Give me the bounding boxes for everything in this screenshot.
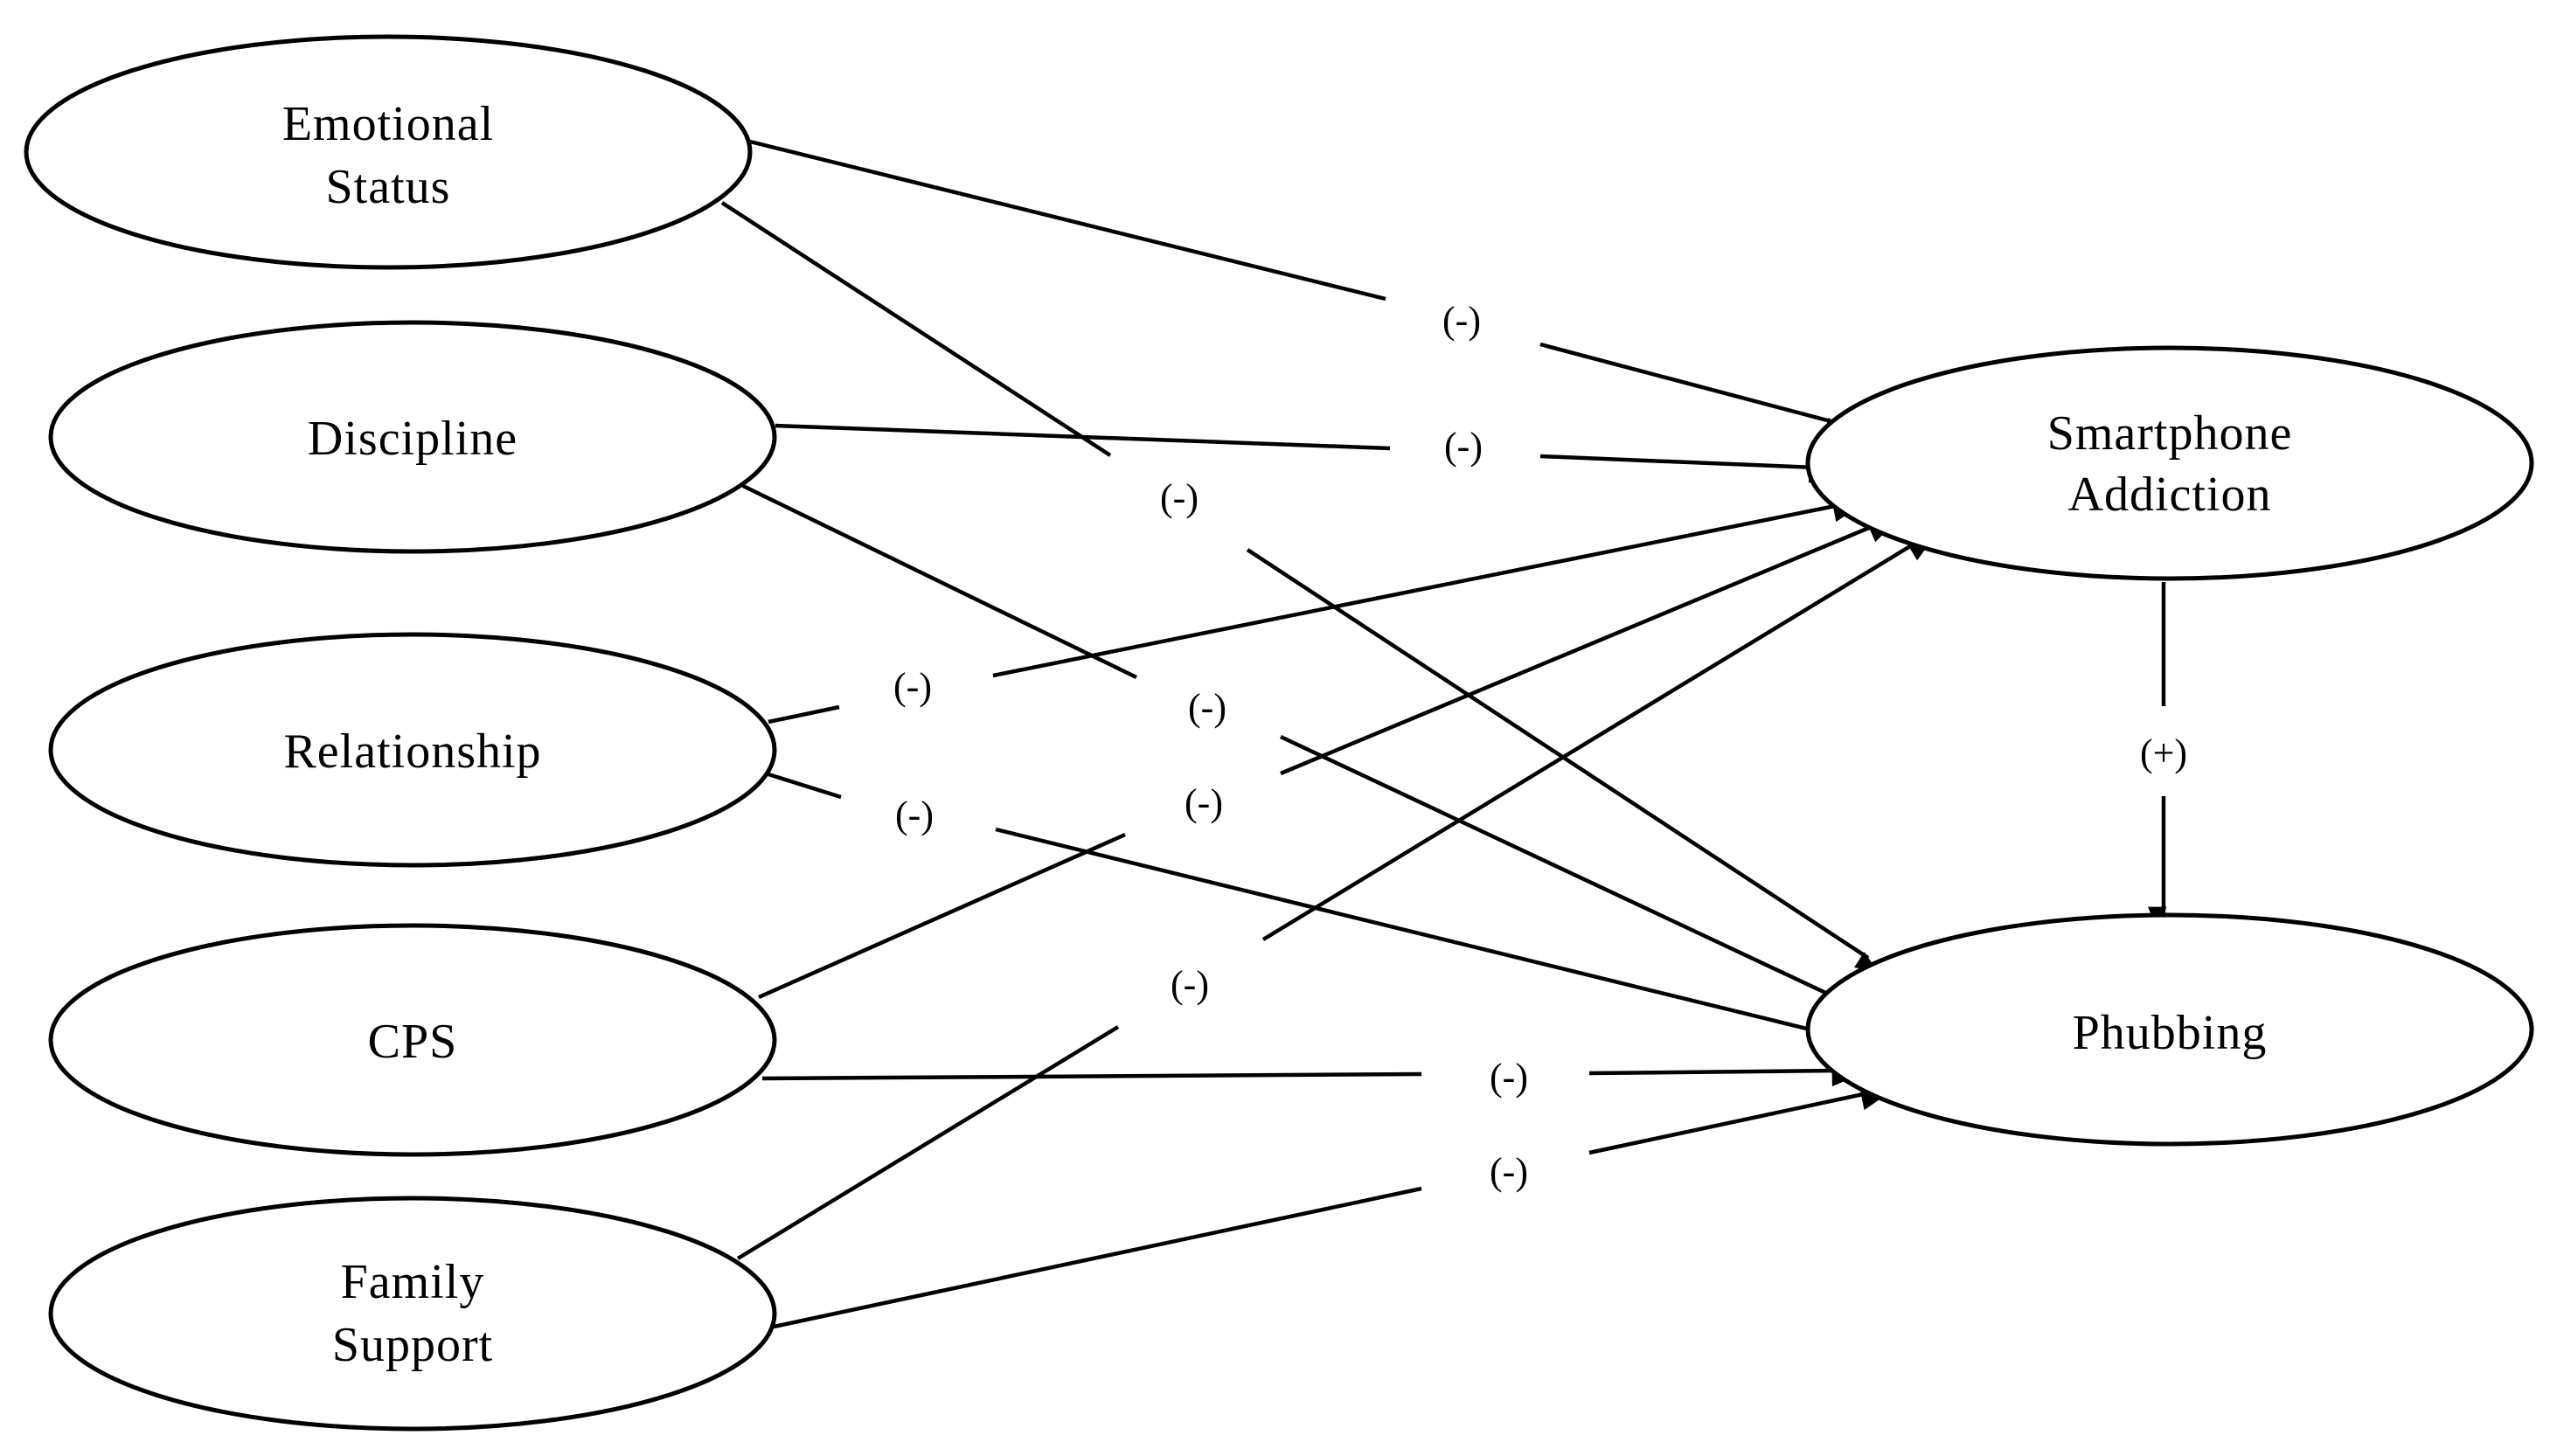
edge-addiction-to-phubbing: (+)	[2140, 582, 2187, 930]
node-ellipse	[48, 632, 777, 868]
node-ellipse	[48, 923, 777, 1157]
node-label: Discipline	[308, 412, 518, 466]
edge-segment	[761, 1071, 1422, 1081]
edge-segment	[758, 832, 1126, 1000]
node-label-line2: Status	[326, 160, 451, 214]
edge-sign-label: (+)	[2140, 731, 2187, 774]
node-emotional-status: Emotional Status	[24, 34, 753, 270]
edge-arrow-segment	[1588, 1091, 1885, 1155]
edge-family-to-phubbing: (-)	[773, 1091, 1885, 1329]
edge-discipline-to-addiction: (-)	[775, 423, 1831, 483]
edge-segment	[768, 772, 842, 800]
edge-sign-label: (-)	[895, 794, 934, 836]
edge-arrow-segment	[1539, 342, 1848, 436]
edge-segment	[742, 483, 1137, 680]
edge-sign-label: (-)	[1442, 299, 1481, 342]
edge-segment	[720, 201, 1112, 457]
edge-relationship-to-phubbing: (-)	[768, 772, 1842, 1048]
edge-cps-to-phubbing: (-)	[761, 1056, 1855, 1099]
edge-sign-label: (-)	[1171, 963, 1209, 1006]
node-ellipse	[48, 320, 777, 554]
edge-sign-label: (-)	[1444, 425, 1483, 468]
node-label: Relationship	[283, 725, 541, 779]
edge-sign-label: (-)	[1490, 1056, 1528, 1099]
edge-segment	[768, 704, 840, 725]
edge-arrow-segment	[1280, 734, 1847, 1010]
node-cps: CPS	[48, 923, 777, 1157]
edge-emotional-to-phubbing: (-)	[720, 201, 1879, 973]
edge-arrow-segment	[1280, 523, 1893, 776]
edge-segment	[736, 1025, 1120, 1260]
node-ellipse	[1805, 345, 2534, 581]
edge-cps-to-addiction: (-)	[758, 523, 1893, 1000]
edge-sign-label: (-)	[1160, 476, 1199, 519]
node-label-line1: Smartphone	[2047, 406, 2293, 461]
node-label-line1: Family	[341, 1255, 485, 1309]
node-label-line2: Addiction	[2068, 468, 2272, 522]
node-family-support: Family Support	[48, 1196, 777, 1432]
node-relationship: Relationship	[48, 632, 777, 868]
edge-relationship-to-addiction: (-)	[768, 503, 1857, 725]
node-phubbing: Phubbing	[1805, 912, 2534, 1147]
edge-arrow-segment	[995, 827, 1842, 1048]
node-label: Phubbing	[2073, 1006, 2268, 1060]
edge-segment	[749, 139, 1386, 302]
edge-arrow-segment	[1261, 540, 1932, 941]
edge-arrow-segment	[1588, 1067, 1855, 1087]
edge-sign-label: (-)	[893, 665, 932, 708]
node-label-line1: Emotional	[282, 97, 494, 151]
edge-segment	[773, 1186, 1422, 1329]
node-ellipse	[24, 34, 753, 270]
edge-sign-label: (-)	[1490, 1150, 1528, 1193]
edge-arrow-segment	[992, 503, 1857, 678]
node-label-line2: Support	[332, 1318, 493, 1372]
edge-family-to-addiction: (-)	[736, 540, 1932, 1260]
node-label: CPS	[368, 1015, 458, 1069]
edge-emotional-to-addiction: (-)	[749, 139, 1848, 436]
edge-sign-label: (-)	[1188, 686, 1226, 729]
node-discipline: Discipline	[48, 320, 777, 554]
node-smartphone-addiction: Smartphone Addiction	[1805, 345, 2534, 581]
edge-discipline-to-phubbing: (-)	[742, 483, 1847, 1010]
node-ellipse	[48, 1196, 777, 1432]
edge-arrow-segment	[1539, 454, 1831, 483]
edge-segment	[775, 423, 1391, 451]
edge-arrow-segment	[1246, 548, 1879, 973]
node-ellipse	[1805, 912, 2534, 1147]
edge-sign-label: (-)	[1185, 781, 1223, 824]
